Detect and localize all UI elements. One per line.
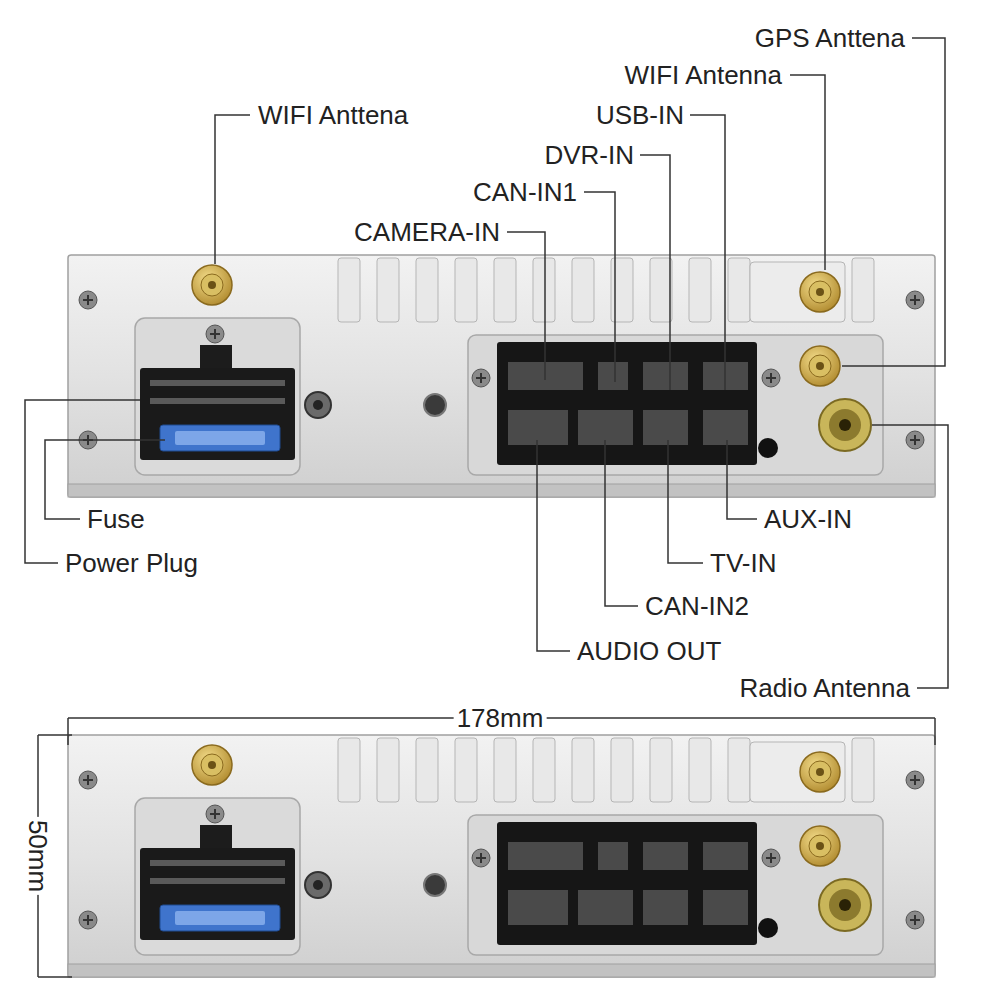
callout-label: CAN-IN2 (642, 592, 752, 621)
dimension-label: 50mm (24, 817, 53, 895)
callout-label: AUX-IN (761, 505, 855, 534)
callout-label: Fuse (84, 505, 148, 534)
callout-label: Power Plug (62, 549, 201, 578)
callout-label: AUDIO OUT (574, 637, 724, 666)
dimension-lines (38, 718, 935, 977)
callout-label: GPS Anttena (752, 24, 908, 53)
callout-label: CAMERA-IN (351, 218, 503, 247)
leader-lines (25, 38, 948, 688)
callout-label: TV-IN (707, 549, 779, 578)
stereo-back-panel (68, 735, 935, 977)
stereo-back-panel (68, 255, 935, 497)
callout-label: DVR-IN (541, 141, 637, 170)
callout-label: CAN-IN1 (470, 178, 580, 207)
callout-label: USB-IN (593, 101, 687, 130)
dimension-label: 178mm (454, 704, 547, 733)
callout-label: WIFI Antenna (621, 61, 785, 90)
callout-label: Radio Antenna (736, 674, 913, 703)
callout-label: WIFI Anttena (255, 101, 411, 130)
